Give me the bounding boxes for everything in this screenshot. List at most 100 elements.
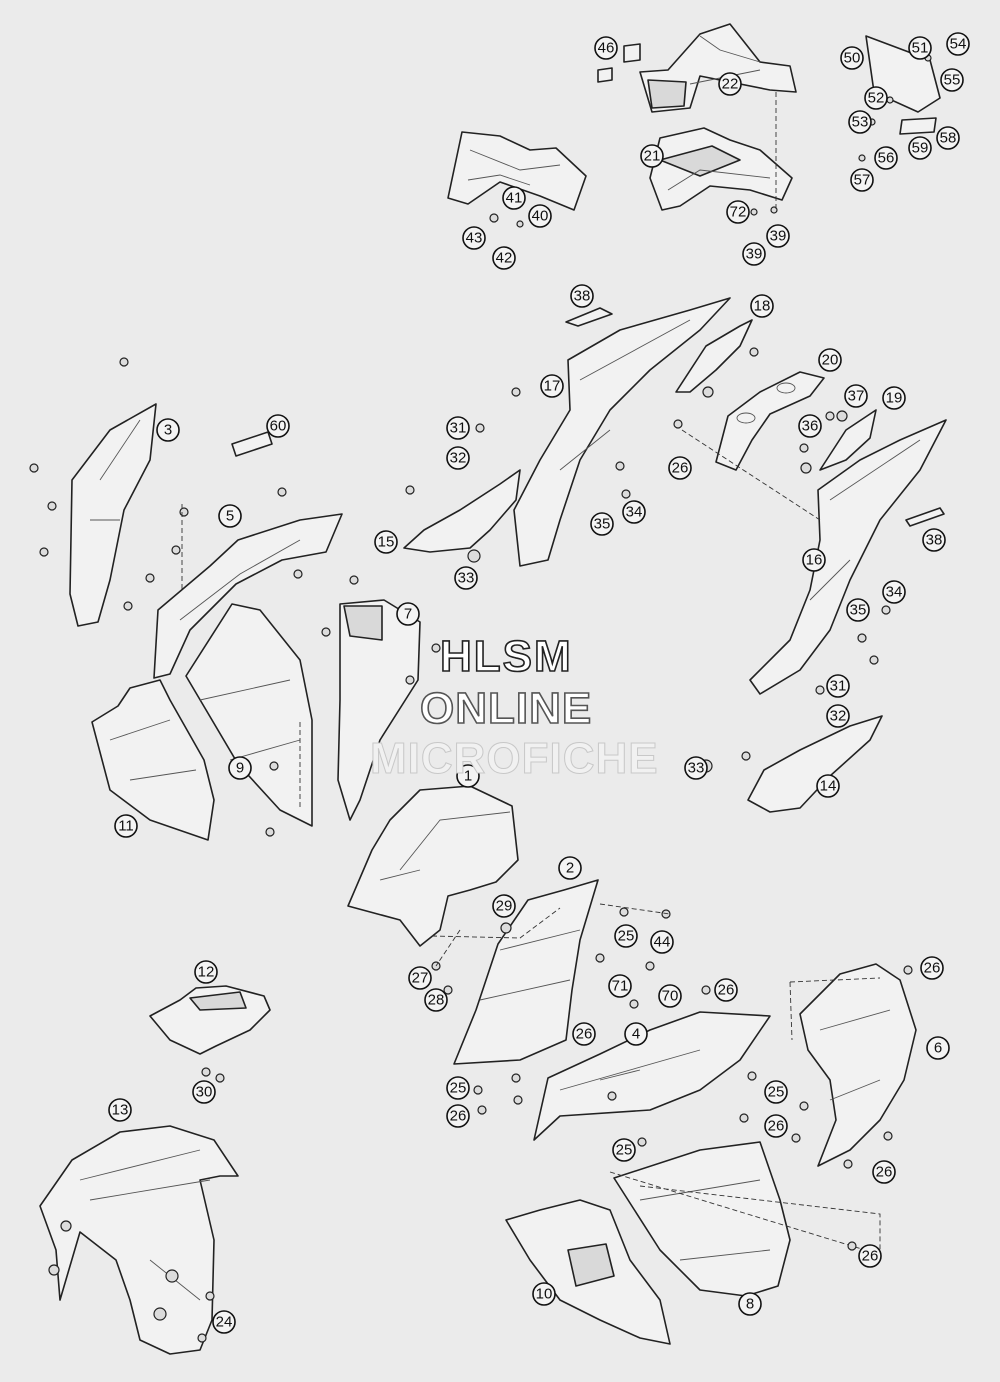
- svg-text:25: 25: [618, 928, 635, 945]
- svg-text:56: 56: [878, 150, 895, 167]
- svg-text:19: 19: [886, 390, 903, 407]
- svg-text:41: 41: [506, 190, 523, 207]
- svg-text:53: 53: [852, 114, 869, 131]
- svg-text:31: 31: [450, 420, 467, 437]
- part-10-lower-inner: [505, 1199, 671, 1345]
- svg-text:25: 25: [450, 1080, 467, 1097]
- callout-15: 15: [374, 530, 398, 554]
- callout-57: 57: [850, 168, 874, 192]
- callout-38b: 38: [922, 528, 946, 552]
- watermark-line-3: MICROFICHE: [370, 734, 659, 784]
- callout-30: 30: [192, 1080, 216, 1104]
- part-18-trim: [675, 319, 753, 393]
- svg-text:36: 36: [802, 418, 819, 435]
- svg-text:55: 55: [944, 72, 961, 89]
- svg-text:72: 72: [730, 204, 747, 221]
- svg-text:43: 43: [466, 230, 483, 247]
- svg-text:13: 13: [112, 1102, 129, 1119]
- svg-text:33: 33: [458, 570, 475, 587]
- callout-18: 18: [750, 294, 774, 318]
- callout-51: 51: [908, 36, 932, 60]
- callout-26g: 26: [872, 1160, 896, 1184]
- callout-3: 3: [156, 418, 180, 442]
- callout-13: 13: [108, 1098, 132, 1122]
- callout-42: 42: [492, 246, 516, 270]
- part-20-bracket: [715, 371, 825, 471]
- callout-2: 2: [558, 856, 582, 880]
- callout-25d: 25: [612, 1138, 636, 1162]
- svg-text:8: 8: [746, 1296, 754, 1313]
- svg-text:39: 39: [770, 228, 787, 245]
- callout-59: 59: [908, 136, 932, 160]
- svg-text:6: 6: [934, 1040, 942, 1057]
- svg-text:42: 42: [496, 250, 513, 267]
- svg-text:4: 4: [632, 1026, 640, 1043]
- part-2-side-panel: [453, 879, 599, 1065]
- callout-33a: 33: [454, 566, 478, 590]
- part-19-trim: [819, 409, 877, 471]
- callout-5: 5: [218, 504, 242, 528]
- callout-9: 9: [228, 756, 252, 780]
- svg-text:59: 59: [912, 140, 929, 157]
- part-13-front-fender: [39, 1125, 239, 1355]
- part-15-bracket: [403, 469, 521, 553]
- callout-14: 14: [816, 774, 840, 798]
- watermark-line-2: ONLINE: [419, 683, 593, 734]
- part-58-59-bracket: [899, 117, 937, 135]
- svg-text:31: 31: [830, 678, 847, 695]
- svg-text:35: 35: [850, 602, 867, 619]
- part-38-badge-top: [565, 307, 613, 327]
- watermark-line-1: HLSM: [439, 631, 573, 682]
- part-38-badge-right: [905, 507, 945, 527]
- callout-38a: 38: [570, 284, 594, 308]
- svg-text:34: 34: [626, 504, 643, 521]
- svg-text:1: 1: [464, 768, 472, 785]
- svg-text:38: 38: [926, 532, 943, 549]
- part-17-side-fairing-left: [513, 297, 731, 567]
- callout-26a: 26: [668, 456, 692, 480]
- svg-text:38: 38: [574, 288, 591, 305]
- callout-27: 27: [408, 966, 432, 990]
- callout-25b: 25: [446, 1076, 470, 1100]
- callout-41: 41: [502, 186, 526, 210]
- callout-26e: 26: [446, 1104, 470, 1128]
- svg-text:14: 14: [820, 778, 837, 795]
- callout-60: 60: [266, 414, 290, 438]
- svg-text:35: 35: [594, 516, 611, 533]
- svg-text:58: 58: [940, 130, 957, 147]
- svg-text:20: 20: [822, 352, 839, 369]
- svg-text:32: 32: [830, 708, 847, 725]
- part-9-side-panel: [185, 603, 313, 827]
- callout-71: 71: [608, 974, 632, 998]
- svg-text:26: 26: [672, 460, 689, 477]
- callout-52: 52: [864, 86, 888, 110]
- svg-text:15: 15: [378, 534, 395, 551]
- callout-19: 19: [882, 386, 906, 410]
- svg-text:12: 12: [198, 964, 215, 981]
- svg-text:60: 60: [270, 418, 287, 435]
- svg-text:32: 32: [450, 450, 467, 467]
- part-60-grommet: [231, 431, 273, 457]
- callout-16: 16: [802, 548, 826, 572]
- svg-text:26: 26: [718, 982, 735, 999]
- svg-text:26: 26: [450, 1108, 467, 1125]
- callout-20: 20: [818, 348, 842, 372]
- callout-26c: 26: [714, 978, 738, 1002]
- callout-31a: 31: [446, 416, 470, 440]
- svg-text:52: 52: [868, 90, 885, 107]
- svg-text:7: 7: [404, 606, 412, 623]
- callout-40: 40: [528, 204, 552, 228]
- svg-text:24: 24: [216, 1314, 233, 1331]
- part-46-clip: [597, 43, 641, 83]
- svg-text:33: 33: [688, 760, 705, 777]
- part-4-lower-cowl: [533, 1011, 771, 1141]
- callout-4: 4: [624, 1022, 648, 1046]
- svg-text:17: 17: [544, 378, 561, 395]
- svg-text:34: 34: [886, 584, 903, 601]
- svg-text:70: 70: [662, 988, 679, 1005]
- svg-text:51: 51: [912, 40, 929, 57]
- callout-53: 53: [848, 110, 872, 134]
- part-21-tail-frame: [649, 127, 793, 211]
- svg-text:18: 18: [754, 298, 771, 315]
